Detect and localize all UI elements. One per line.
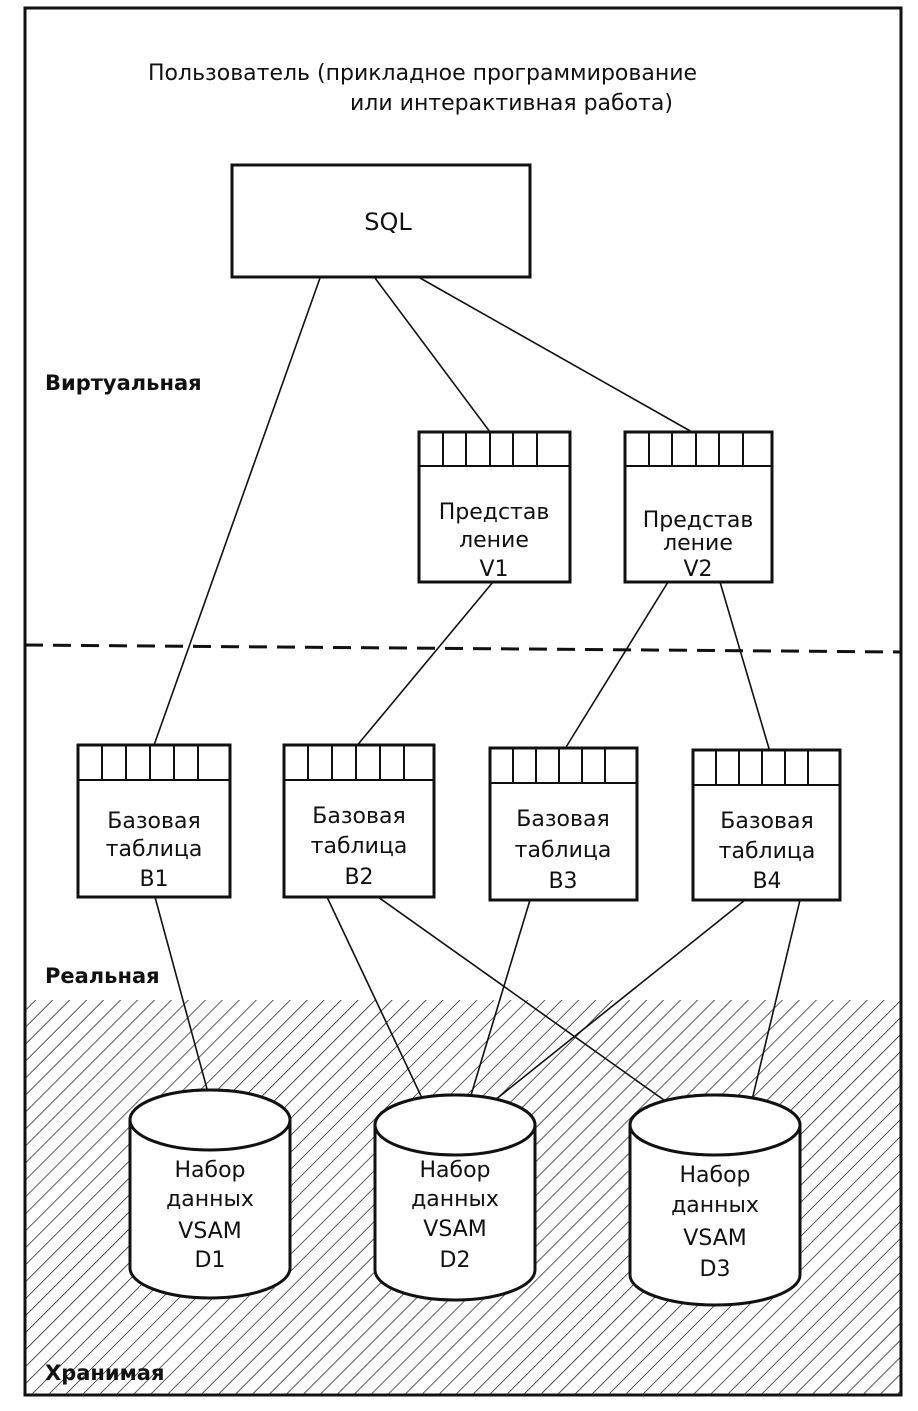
base-table-b4: Базовая таблица B4 [691,748,842,902]
svg-text:данных: данных [411,1187,499,1212]
level-real: Реальная [45,964,160,988]
dataset-d2: Набор данных VSAM D2 [373,1093,537,1302]
svg-text:V2: V2 [683,557,712,582]
connections [152,277,801,1116]
sql-box: SQL [230,163,532,279]
link-v2-b3 [562,581,669,753]
link-sql-v2 [419,277,693,433]
link-v2-b4 [719,581,771,753]
svg-text:Набор: Набор [679,1163,750,1188]
link-b4-d3 [751,899,801,1101]
link-b2-d2 [326,896,431,1116]
svg-text:ление: ление [663,531,733,556]
svg-text:Набор: Набор [419,1158,490,1183]
link-b2-d3 [377,896,679,1111]
link-sql-b1 [152,277,321,749]
user-label-line1: Пользователь (прикладное программировани… [148,61,697,86]
virtual-real-boundary [24,643,902,654]
link-v1-b2 [354,581,494,749]
svg-text:D2: D2 [440,1248,471,1273]
svg-text:Набор: Набор [174,1158,245,1183]
dataset-d3: Набор данных VSAM D3 [628,1093,802,1307]
svg-text:ление: ление [459,528,529,553]
svg-text:таблица: таблица [515,838,612,863]
link-b3-d2 [464,899,531,1116]
link-sql-v1 [374,277,491,433]
svg-text:Базовая: Базовая [720,809,813,834]
svg-text:D3: D3 [700,1257,731,1282]
view-v1: Представ ление V1 [417,430,572,584]
svg-text:таблица: таблица [311,834,408,859]
svg-text:Базовая: Базовая [107,809,200,834]
svg-text:V1: V1 [479,557,508,582]
sql-label: SQL [364,208,412,236]
level-virtual: Виртуальная [45,371,202,395]
svg-text:D1: D1 [195,1248,226,1273]
svg-text:B1: B1 [139,867,168,892]
svg-text:VSAM: VSAM [423,1217,486,1242]
svg-text:B3: B3 [548,869,577,894]
svg-text:Представ: Представ [439,500,550,525]
base-table-b1: Базовая таблица B1 [76,743,232,899]
view-v2: Представ ление V2 [623,430,774,584]
user-label-line2: или интерактивная работа) [350,91,673,116]
svg-text:данных: данных [671,1193,759,1218]
base-table-b3: Базовая таблица B3 [488,746,639,902]
svg-text:Базовая: Базовая [312,804,405,829]
svg-text:VSAM: VSAM [178,1219,241,1244]
svg-text:B2: B2 [344,865,373,890]
svg-text:данных: данных [166,1187,254,1212]
svg-text:таблица: таблица [719,839,816,864]
svg-text:VSAM: VSAM [683,1226,746,1251]
dataset-d1: Набор данных VSAM D1 [128,1088,292,1300]
svg-text:Базовая: Базовая [516,807,609,832]
base-table-b2: Базовая таблица B2 [282,743,436,899]
svg-text:таблица: таблица [106,837,203,862]
svg-text:B4: B4 [752,869,781,894]
level-storage: Хранимая [45,1361,164,1385]
link-b4-d2 [479,899,746,1113]
svg-text:Представ: Представ [643,508,754,533]
link-b1-d1 [154,896,211,1101]
outer-frame [23,6,903,1397]
